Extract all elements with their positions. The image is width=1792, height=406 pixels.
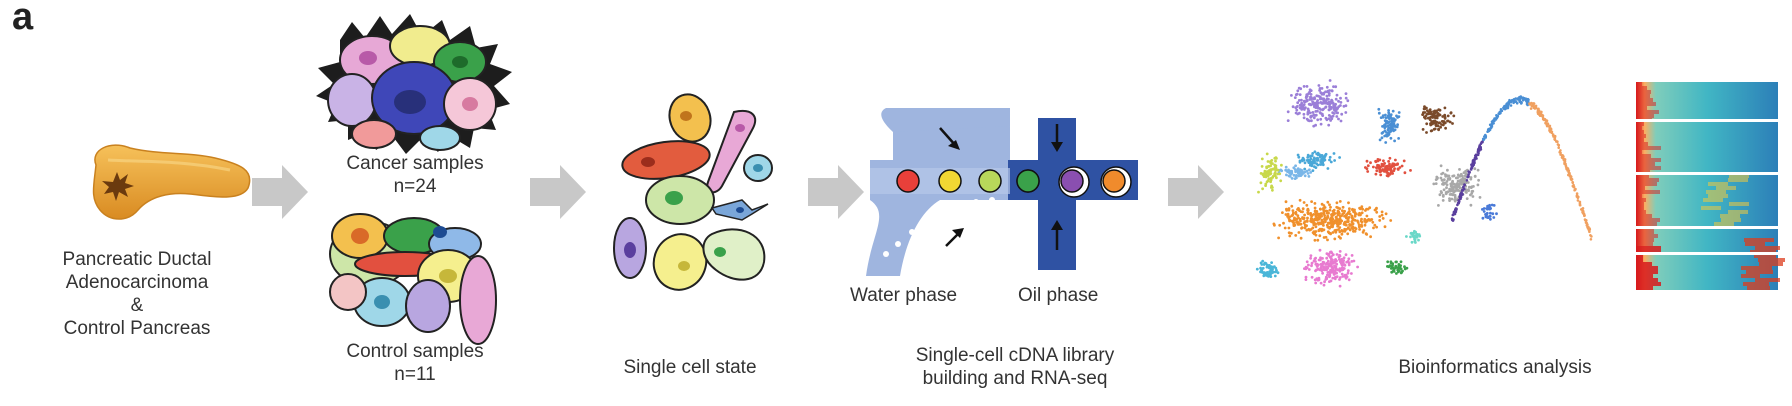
droplet (1016, 169, 1040, 193)
pdac-label-line2: Adenocarcinoma (65, 272, 209, 293)
water-dot (883, 251, 889, 257)
tsne-cluster (1296, 150, 1341, 173)
water-dot (973, 199, 979, 205)
single-cells (613, 93, 773, 291)
cancer-samples-count: n=24 (393, 176, 437, 197)
water-dot (989, 197, 995, 203)
droplet (1060, 169, 1084, 193)
tsne-cluster (1377, 107, 1401, 144)
water-dot (941, 211, 947, 217)
oil-phase-label: Oil phase (1018, 285, 1099, 306)
cancer-samples-title: Cancer samples (346, 153, 484, 174)
expression-heatmap (1636, 82, 1785, 290)
water-dot (895, 241, 901, 247)
library-label-line1: Single-cell cDNA library (915, 345, 1115, 366)
water-dot (909, 229, 915, 235)
library-label: Single-cell cDNA library building and RN… (880, 344, 1150, 390)
tsne-cluster (1255, 259, 1280, 278)
control-samples-label: Control samples n=11 (330, 340, 500, 386)
droplet (1102, 169, 1126, 193)
process-arrow-icon (808, 165, 864, 219)
bioinformatics-label: Bioinformatics analysis (1398, 357, 1592, 378)
down-arrow-icon (939, 127, 960, 150)
heatmap-rows (1636, 82, 1785, 290)
pdac-label-line1: Pancreatic Ductal (62, 249, 212, 270)
droplet (978, 169, 1002, 193)
cancer-samples-label: Cancer samples n=24 (330, 152, 500, 198)
tsne-cluster (1364, 156, 1412, 178)
process-arrow-icon (530, 165, 586, 219)
water-dot (957, 203, 963, 209)
panel-letter: a (12, 0, 34, 38)
tsne-cluster (1303, 248, 1359, 288)
control-samples-title: Control samples (346, 341, 484, 362)
tsne-cluster (1277, 164, 1313, 181)
pancreas-organ-icon (92, 144, 251, 220)
tsne-cluster (1386, 260, 1409, 275)
water-dot (925, 219, 931, 225)
pdac-label-line4: Control Pancreas (63, 318, 211, 339)
tsne-cluster (1286, 79, 1350, 128)
single-cell-label: Single cell state (623, 357, 757, 378)
control-samples-count: n=11 (394, 364, 436, 385)
tsne-plot (1255, 79, 1498, 288)
down-arrow-icon (1051, 124, 1063, 152)
tumor-spot-icon (102, 172, 134, 201)
tsne-cluster (1257, 152, 1283, 194)
droplets (896, 166, 1132, 198)
up-arrow-icon (945, 228, 964, 247)
microfluidic-chip (866, 108, 1138, 276)
library-label-line2: building and RNA-seq (922, 368, 1108, 389)
pdac-label-line3: & (130, 295, 144, 316)
tsne-cluster (1405, 229, 1422, 244)
up-arrow-icon (1051, 220, 1063, 250)
tsne-cluster (1421, 105, 1456, 134)
tsne-cluster (1481, 203, 1498, 221)
control-sample-cluster (329, 213, 497, 345)
process-arrow-icon (252, 165, 308, 219)
droplet (938, 169, 962, 193)
process-arrows (252, 165, 1224, 219)
process-arrow-icon (1168, 165, 1224, 219)
tsne-cluster (1272, 198, 1393, 242)
tsne-cluster (1432, 164, 1482, 207)
water-dots (883, 197, 995, 257)
pdac-label: Pancreatic Ductal Adenocarcinoma & Contr… (42, 248, 232, 340)
cancer-sample-cluster (316, 14, 512, 154)
water-phase-label: Water phase (850, 285, 958, 306)
pseudotime-trajectory (1450, 95, 1593, 241)
droplet (896, 169, 920, 193)
